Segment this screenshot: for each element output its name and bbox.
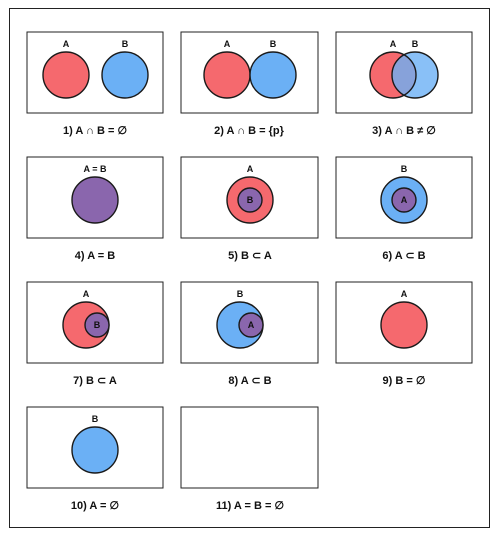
panel-9-universe [335, 281, 473, 364]
panel-7: A B 7) B ⊂ A [26, 281, 164, 387]
panel-6-outer-label: B [401, 164, 408, 174]
panel-4-label: A = B [84, 164, 107, 174]
panel-3-label-a: A [390, 39, 397, 49]
panel-3: A B 3) A ∩ B ≠ ∅ [335, 31, 473, 137]
panel-4-equal-sets-circle [71, 176, 119, 224]
panel-2-set-b-circle [249, 51, 297, 99]
panel-6-set-a-circle [391, 187, 417, 213]
panel-8-inner-label: A [248, 320, 255, 330]
panel-9-label: A [401, 289, 408, 299]
panel-7-caption: 7) B ⊂ A [73, 375, 117, 387]
panel-11-universe [180, 406, 319, 489]
panel-6-caption: 6) A ⊂ B [382, 250, 425, 262]
panel-7-set-b-circle [84, 312, 110, 338]
panel-3-label-b: B [412, 39, 419, 49]
panel-1-caption: 1) A ∩ B = ∅ [63, 125, 127, 137]
panel-8-caption: 8) A ⊂ B [228, 375, 271, 387]
panel-2-set-a-circle [203, 51, 251, 99]
panel-6: B A 6) A ⊂ B [335, 156, 473, 262]
panel-9-caption: 9) B = ∅ [383, 375, 426, 387]
panel-10-caption: 10) A = ∅ [71, 500, 119, 512]
panel-1-set-b-circle [101, 51, 149, 99]
panel-1-label-a: A [63, 39, 70, 49]
panel-7-outer-label: A [83, 289, 90, 299]
panel-6-inner-label: A [401, 195, 408, 205]
panel-1-set-a-circle [42, 51, 90, 99]
panel-4: A = B 4) A = B [26, 156, 164, 262]
panel-5-caption: 5) B ⊂ A [228, 250, 272, 262]
panel-2-label-b: B [270, 39, 277, 49]
panel-3-set-b-circle [392, 52, 438, 98]
panel-11: 11) A = B = ∅ [180, 406, 319, 512]
panel-7-inner-label: B [94, 320, 101, 330]
panel-1: A B 1) A ∩ B = ∅ [26, 31, 164, 137]
panel-2-label-a: A [224, 39, 231, 49]
panel-3-set-a-outline [369, 51, 417, 99]
panel-10-label: B [92, 414, 99, 424]
panel-9-set-a-circle [380, 301, 428, 349]
figure-frame [9, 8, 490, 528]
panel-5: A B 5) B ⊂ A [180, 156, 319, 262]
panel-2: A B 2) A ∩ B = {p} [180, 31, 319, 137]
panel-5-inner-label: B [247, 195, 254, 205]
panel-9: A 9) B = ∅ [335, 281, 473, 387]
panel-11-caption: 11) A = B = ∅ [216, 500, 284, 512]
panel-4-caption: 4) A = B [75, 250, 116, 262]
panel-8-set-a-circle [238, 312, 264, 338]
panel-3-set-b-outline [391, 51, 439, 99]
panel-10-set-b-circle [71, 426, 119, 474]
panel-5-set-b-circle [237, 187, 263, 213]
panel-5-outer-label: A [247, 164, 254, 174]
panel-1-label-b: B [122, 39, 129, 49]
panel-2-caption: 2) A ∩ B = {p} [214, 125, 285, 137]
panel-8-outer-label: B [237, 289, 244, 299]
panel-10: B 10) A = ∅ [26, 406, 164, 512]
panel-3-caption: 3) A ∩ B ≠ ∅ [372, 125, 436, 137]
panel-8: B A 8) A ⊂ B [180, 281, 319, 387]
